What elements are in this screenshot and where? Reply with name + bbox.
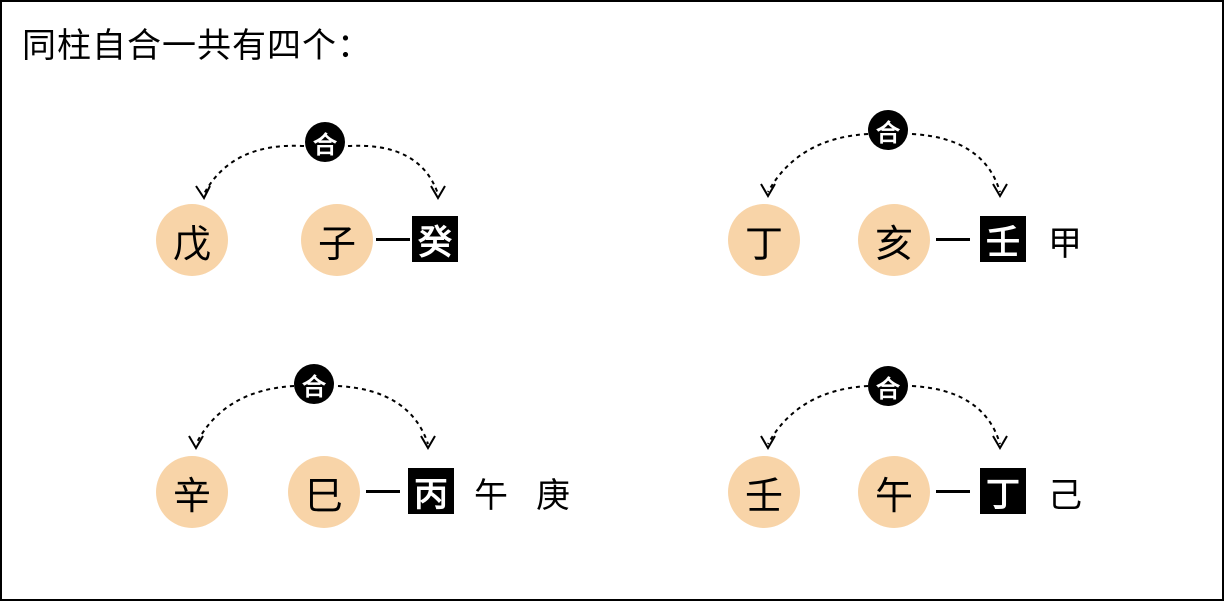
hidden-stem-box: 壬 — [980, 216, 1026, 263]
earthly-branch: 巳 — [288, 456, 360, 528]
hidden-stem-extra: 己 — [1048, 476, 1082, 516]
hidden-stem-box: 丙 — [408, 468, 454, 515]
heavenly-stem: 壬 — [728, 456, 800, 528]
pair-group-2: 合 丁 亥 壬 甲 — [726, 110, 1206, 312]
diagram-title: 同柱自合一共有四个： — [22, 26, 372, 66]
heavenly-stem: 辛 — [156, 456, 228, 528]
connector-dash — [936, 490, 970, 493]
connector-dash — [936, 238, 970, 241]
hidden-stem-box: 癸 — [412, 216, 458, 263]
hidden-stem-box: 丁 — [980, 468, 1026, 515]
combine-arrows — [760, 133, 1008, 198]
combine-badge: 合 — [868, 366, 908, 406]
earthly-branch: 午 — [858, 456, 930, 528]
pair-group-4: 合 壬 午 丁 己 — [726, 364, 1206, 564]
heavenly-stem: 戊 — [156, 204, 228, 276]
heavenly-stem: 丁 — [728, 204, 800, 276]
hidden-stem-extra: 庚 — [536, 476, 570, 516]
hidden-stem-extra: 午 — [474, 476, 508, 516]
connector-dash — [376, 238, 410, 241]
pair-group-3: 合 辛 巳 丙 午 庚 — [152, 364, 632, 564]
earthly-branch: 亥 — [858, 204, 930, 276]
pair-group-1: 合 戊 子 癸 — [152, 112, 632, 312]
combine-arrows — [195, 144, 446, 200]
combine-arrows — [188, 385, 436, 450]
combine-badge: 合 — [305, 122, 345, 162]
earthly-branch: 子 — [301, 204, 373, 276]
hidden-stem-extra: 甲 — [1048, 224, 1082, 264]
combine-arrows — [760, 385, 1008, 450]
combine-badge: 合 — [868, 110, 908, 150]
combine-badge: 合 — [294, 364, 334, 404]
connector-dash — [366, 490, 400, 493]
